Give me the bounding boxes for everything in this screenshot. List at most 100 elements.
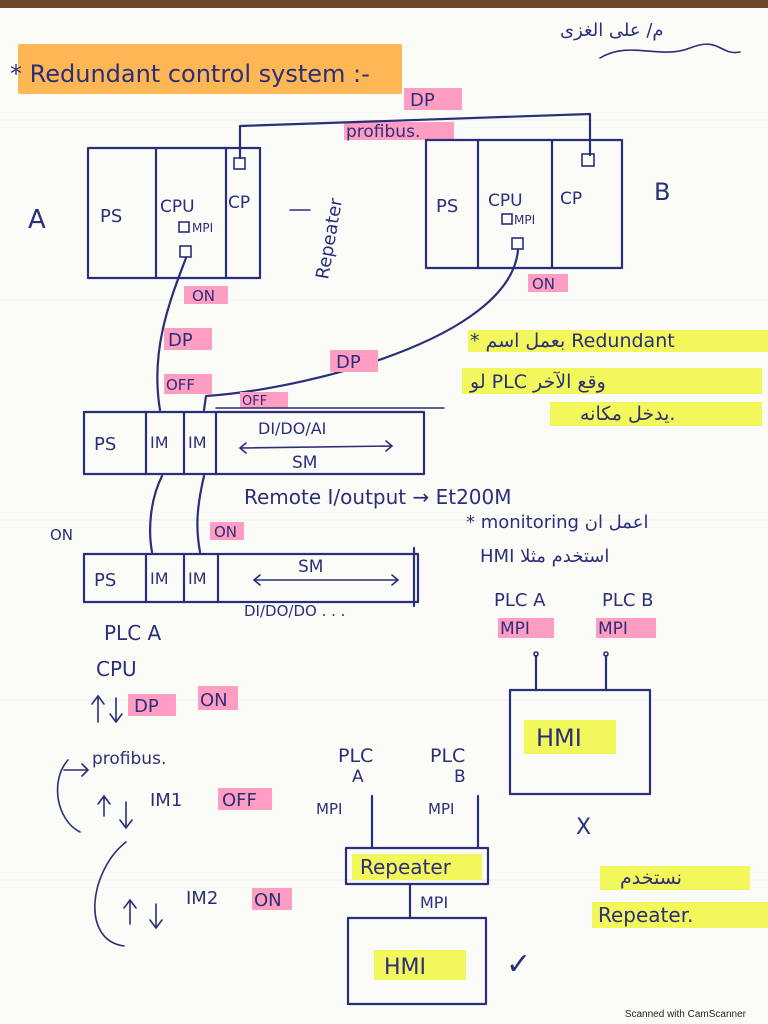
im-link-1 — [149, 474, 164, 554]
signature-scribble — [599, 43, 741, 59]
note3-line2: Repeater. — [598, 903, 693, 927]
seq-dp: DP — [134, 696, 159, 717]
repeater-mpi-link: MPI — [420, 893, 448, 912]
seq-im1: IM1 — [150, 790, 182, 811]
rack1-arrow — [238, 440, 394, 454]
plc-a-cp-port-icon — [233, 157, 246, 170]
plc-a-dp-port-icon — [179, 245, 192, 258]
dp-cable-a — [156, 256, 188, 412]
seq-loop — [94, 841, 127, 947]
plc-a-mpi-port-icon — [178, 221, 190, 233]
page-title: * Redundant control system :- — [10, 60, 370, 88]
repeater-box — [344, 846, 490, 886]
hmi-bottom-label-highlight — [374, 950, 466, 980]
rack1-sm-label: DI/DO/AI — [258, 419, 326, 438]
plc-a-on-highlight — [184, 286, 228, 304]
hmi-bottom-plc-a-sub: A — [352, 767, 364, 787]
plc-a-side-label: A — [28, 205, 46, 235]
plc-b-mpi-port-icon — [501, 213, 513, 225]
seq-head1: PLC A — [104, 621, 162, 645]
on-left-label: ON — [50, 526, 73, 544]
off-left-highlight — [164, 374, 212, 394]
on-mid-highlight — [210, 522, 244, 540]
hmi-bottom-plc-a: PLC — [338, 745, 373, 767]
page-top-edge — [0, 0, 768, 8]
note2-line2: HMI استخدم مثلا — [480, 546, 609, 567]
dp-right-label: DP — [336, 352, 361, 373]
seq-arrows-2 — [97, 794, 133, 830]
seq-im1-state: OFF — [222, 790, 257, 811]
hmi-top-label: HMI — [536, 724, 582, 752]
redundancy-sequence: PLC A CPU DP ON profibus. IM1 OFF IM2 ON — [56, 621, 292, 947]
hmi-bottom-mpi-a: MPI — [316, 800, 342, 818]
dp-cable-b — [202, 248, 520, 412]
plc-b-ps: PS — [436, 196, 458, 217]
rack1-im1: IM — [150, 433, 169, 452]
repeater-label-highlight — [352, 854, 482, 880]
seq-arrows-3 — [123, 898, 163, 930]
seq-bus: profibus. — [92, 749, 166, 769]
plc-a-mpi: MPI — [192, 221, 213, 235]
off-right-highlight — [240, 392, 288, 408]
rack1-ps: PS — [94, 434, 116, 455]
profibus-label-highlight — [344, 122, 454, 140]
hmi-bottom-plc-b-sub: B — [454, 767, 466, 787]
seq-im2-state-highlight — [252, 888, 292, 910]
rack-2: PS IM IM SM DI/DO/DO . . . — [82, 546, 420, 620]
plc-b-on-highlight — [528, 274, 568, 292]
plc-b-cp-port-icon — [581, 153, 595, 167]
im-link-2 — [196, 474, 206, 554]
rack2-sm: SM — [298, 557, 323, 577]
scanner-footer: Scanned with CamScanner — [624, 1009, 746, 1020]
plc-b-mpi: MPI — [514, 213, 535, 227]
note3-line1: نستخدم — [620, 867, 682, 889]
seq-im2: IM2 — [186, 888, 218, 909]
plc-a-ps: PS — [100, 206, 122, 227]
seq-im1-state-highlight — [218, 788, 272, 810]
signature: م/ على الغزى — [560, 20, 664, 41]
plc-b-dp-port-icon — [511, 237, 524, 250]
dp-right-highlight — [330, 350, 378, 372]
seq-dp-highlight — [128, 694, 176, 716]
profibus-label: profibus. — [346, 122, 420, 142]
note1-line2: لو PLC وقع الآخر — [469, 371, 606, 393]
plc-a-rack: A PS CPU MPI CP ON — [28, 146, 262, 305]
hmi-bottom-mpi-b: MPI — [428, 800, 454, 818]
hmi-top-mark: X — [576, 815, 591, 840]
plc-b-side-label: B — [654, 178, 670, 206]
dp-left-highlight — [164, 328, 212, 350]
plc-b-cpu: CPU — [488, 191, 523, 211]
hmi-top-mpi-b-highlight — [596, 618, 656, 638]
note3-line1-highlight — [600, 866, 750, 890]
repeater-label: Repeater — [360, 855, 452, 879]
note3-line2-highlight — [592, 902, 768, 928]
dp-left-label: DP — [168, 330, 193, 351]
plc-b-status: ON — [532, 275, 555, 293]
seq-im2-state: ON — [254, 890, 282, 911]
plc-a-cpu: CPU — [160, 197, 195, 217]
note1-line1: * بعمل اسم Redundant — [470, 330, 675, 352]
note1-line2-highlight — [462, 368, 762, 394]
rack2-under: DI/DO/DO . . . — [244, 602, 345, 620]
on-mid-label: ON — [214, 523, 237, 541]
rack2-ps: PS — [94, 570, 116, 591]
hmi-top-label-highlight — [524, 720, 616, 754]
rack2-im1: IM — [150, 569, 169, 588]
rack1-sm: SM — [292, 453, 317, 473]
remote-io-label: Remote I/output → Et200M — [244, 485, 512, 509]
seq-arrows-1 — [91, 694, 123, 724]
rack2-arrow — [252, 574, 400, 586]
plc-b-cp: CP — [560, 189, 582, 209]
title-highlight — [18, 44, 402, 94]
off-left-label: OFF — [166, 376, 195, 394]
seq-dp-state-highlight — [198, 686, 238, 710]
seq-bus-arrow — [56, 759, 90, 833]
plc-b-rack: PS CPU MPI CP B ON — [424, 138, 670, 293]
seq-dp-state: ON — [200, 690, 228, 711]
seq-head2: CPU — [96, 657, 137, 681]
repeater-vertical: Repeater — [312, 196, 347, 281]
note1-line3-highlight — [550, 402, 762, 426]
rack1-im2: IM — [188, 433, 207, 452]
